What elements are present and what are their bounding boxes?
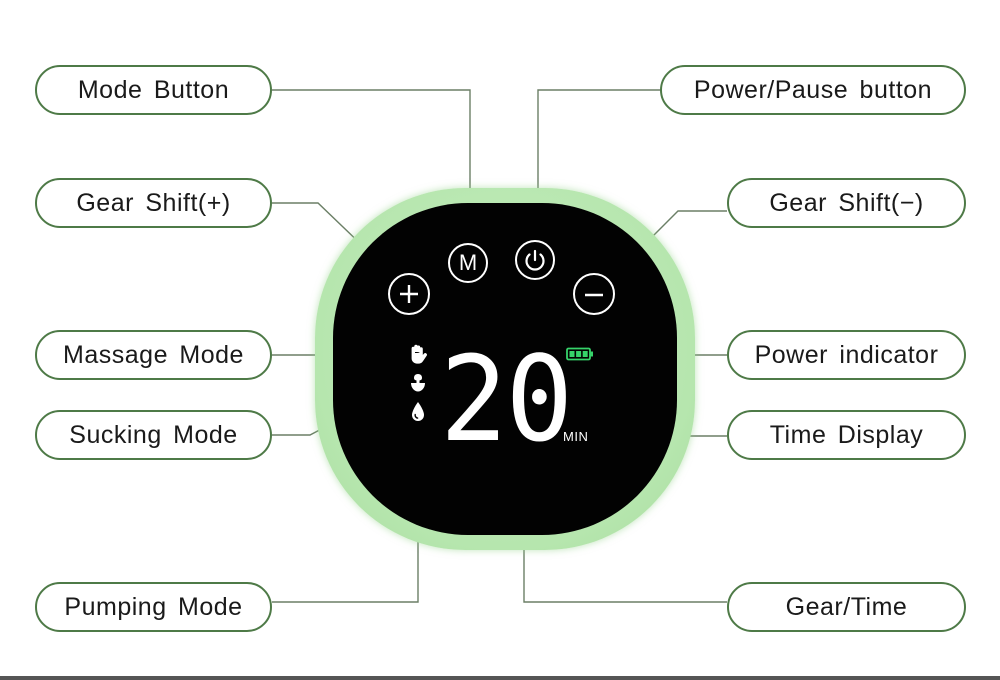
label-power-indicator: Power indicator bbox=[727, 330, 966, 380]
label-mode-button: Mode Button bbox=[35, 65, 272, 115]
battery-bar bbox=[582, 351, 588, 357]
time-digits: 20 bbox=[440, 330, 573, 468]
label-gear-time: Gear/Time bbox=[727, 582, 966, 632]
label-massage-mode: Massage Mode bbox=[35, 330, 272, 380]
device-screen bbox=[333, 203, 677, 535]
battery-bar bbox=[576, 351, 582, 357]
label-sucking-mode: Sucking Mode bbox=[35, 410, 272, 460]
gear-shift-minus-button[interactable] bbox=[573, 273, 615, 315]
label-pumping-mode: Pumping Mode bbox=[35, 582, 272, 632]
power-icon bbox=[525, 249, 545, 271]
sucking-icon bbox=[411, 374, 425, 392]
mode-button[interactable]: M bbox=[448, 243, 488, 283]
plus-icon bbox=[400, 285, 418, 303]
label-gear-shift-plus: Gear Shift(+) bbox=[35, 178, 272, 228]
droplet-icon bbox=[412, 402, 424, 421]
battery-icon bbox=[566, 347, 593, 361]
power-pause-button[interactable] bbox=[515, 240, 555, 280]
bottom-border bbox=[0, 676, 1000, 680]
label-gear-shift-minus: Gear Shift(−) bbox=[727, 178, 966, 228]
label-time-display: Time Display bbox=[727, 410, 966, 460]
hand-icon bbox=[411, 344, 427, 364]
gear-shift-plus-button[interactable] bbox=[388, 273, 430, 315]
minus-icon bbox=[585, 293, 603, 297]
battery-bar bbox=[569, 351, 575, 357]
label-power-pause-button: Power/Pause button bbox=[660, 65, 966, 115]
mode-button-glyph: M bbox=[458, 250, 478, 275]
time-unit: MIN bbox=[563, 429, 589, 444]
